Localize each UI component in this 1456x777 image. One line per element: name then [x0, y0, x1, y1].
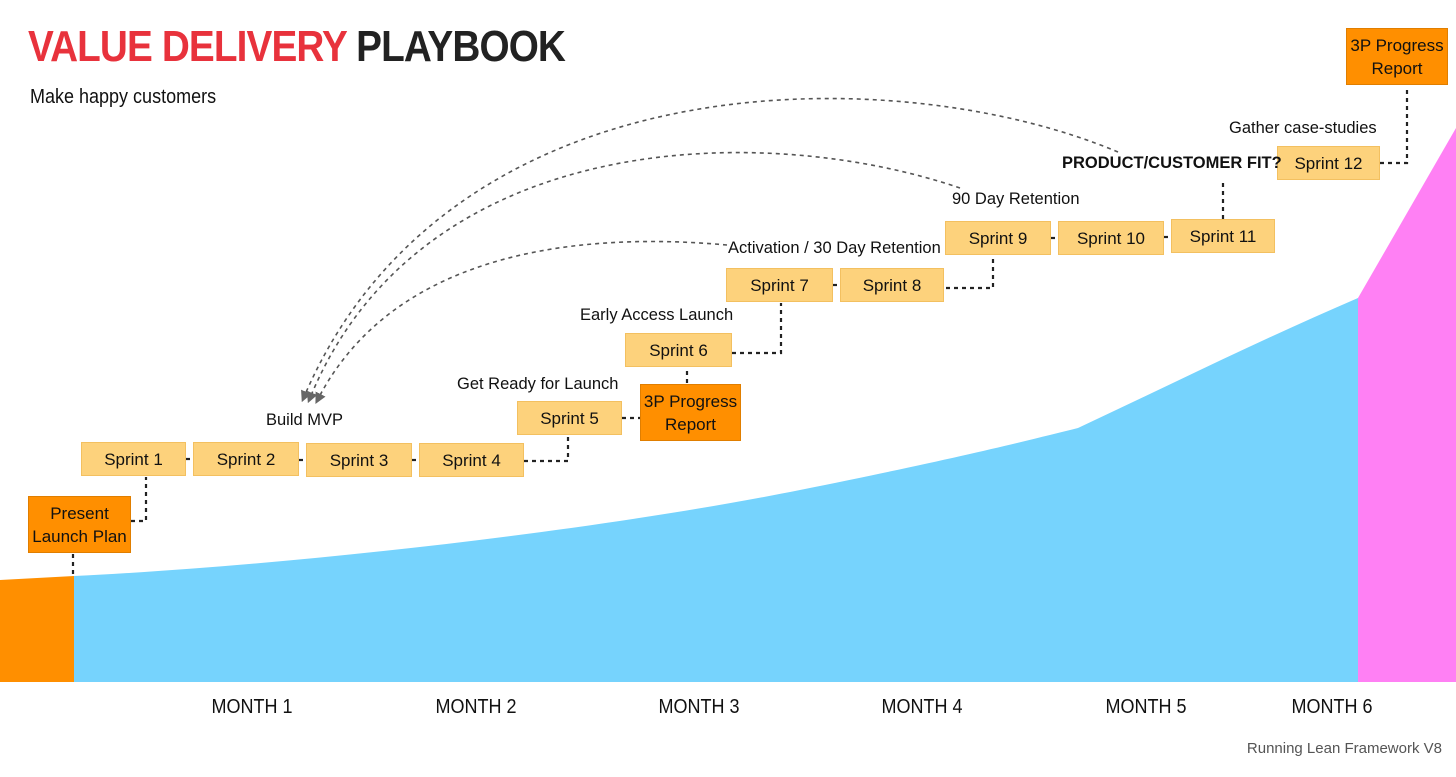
sprint-6-box: Sprint 6 [625, 333, 732, 367]
sprint-10-box: Sprint 10 [1058, 221, 1164, 255]
month-6-label: MONTH 6 [1291, 696, 1373, 718]
progress-report-2-line2: Report [1371, 58, 1423, 78]
milestone-90-day-retention: 90 Day Retention [952, 190, 1080, 208]
footer-credit: Running Lean Framework V8 [1246, 740, 1442, 757]
sprint-1-box: Sprint 1 [81, 442, 186, 476]
month-4-label: MONTH 4 [881, 696, 963, 718]
sprint-9-box: Sprint 9 [945, 221, 1051, 255]
milestone-early-access: Early Access Launch [580, 306, 734, 324]
sprint-5-box: Sprint 5 [517, 401, 622, 435]
progress-report-box-2: 3P Progress Report [1346, 28, 1448, 85]
month-2-label: MONTH 2 [435, 696, 517, 718]
progress-report-box-1: 3P Progress Report [640, 384, 741, 441]
month-5-label: MONTH 5 [1105, 696, 1187, 718]
month-3-label: MONTH 3 [658, 696, 740, 718]
sprint-12-box: Sprint 12 [1277, 146, 1380, 180]
present-launch-plan-line1: Present [50, 503, 109, 523]
milestone-get-ready: Get Ready for Launch [457, 375, 619, 393]
sprint-4-box: Sprint 4 [419, 443, 524, 477]
present-launch-plan-line2: Launch Plan [32, 526, 127, 546]
blue-growth-area [74, 298, 1358, 682]
sprint-8-box: Sprint 8 [840, 268, 944, 302]
progress-report-1-line2: Report [664, 414, 717, 434]
orange-area [0, 576, 74, 682]
sprint-2-box: Sprint 2 [193, 442, 299, 476]
sprint-11-box: Sprint 11 [1171, 219, 1275, 253]
page-subtitle: Make happy customers [30, 86, 217, 108]
sprint-7-box: Sprint 7 [726, 268, 833, 302]
title-red-part: VALUE DELIVERY [28, 22, 347, 71]
present-launch-plan-box: Present Launch Plan [28, 496, 131, 553]
milestone-activation: Activation / 30 Day Retention [728, 239, 941, 257]
month-1-label: MONTH 1 [211, 696, 293, 718]
pink-area [1358, 128, 1456, 682]
milestone-case-studies: Gather case-studies [1229, 119, 1377, 137]
feedback-arrows [301, 97, 1119, 404]
connector-lines [71, 86, 1409, 575]
progress-report-2-line1: 3P Progress [1350, 35, 1444, 55]
sprint-3-box: Sprint 3 [306, 443, 412, 477]
progress-report-1-line1: 3P Progress [643, 391, 738, 411]
page-title: VALUE DELIVERY PLAYBOOK [28, 22, 566, 72]
title-dark-part: PLAYBOOK [356, 22, 566, 71]
milestone-product-customer-fit: PRODUCT/CUSTOMER FIT? [1062, 154, 1282, 172]
milestone-build-mvp: Build MVP [266, 411, 344, 429]
